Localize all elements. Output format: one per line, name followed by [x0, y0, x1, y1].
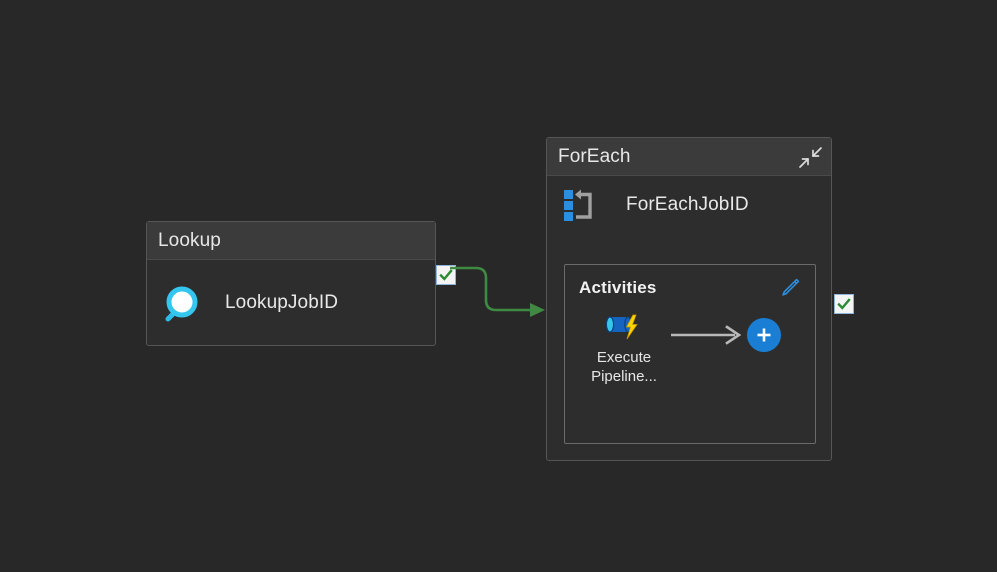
- foreach-node-title: ForEach: [558, 146, 631, 167]
- lookup-activity-name: LookupJobID: [225, 292, 339, 313]
- foreach-activity-name: ForEachJobID: [626, 194, 749, 215]
- pencil-icon[interactable]: [779, 277, 801, 299]
- foreach-node-body[interactable]: ForEachJobID: [547, 176, 831, 234]
- activities-header: Activities: [565, 265, 815, 299]
- foreach-status-badge[interactable]: [834, 294, 854, 314]
- arrow-right-icon: [669, 324, 743, 345]
- green-check-icon: [837, 298, 851, 310]
- connector-lookup-to-foreach[interactable]: [450, 262, 550, 318]
- add-activity-button[interactable]: [747, 317, 781, 352]
- activity-execute-pipeline[interactable]: Execute Pipeline...: [585, 313, 663, 386]
- foreach-loop-icon: [563, 187, 599, 223]
- lookup-node-title: Lookup: [158, 230, 221, 251]
- activities-panel[interactable]: Activities: [564, 264, 816, 444]
- collapse-arrows-icon[interactable]: [797, 146, 823, 170]
- plus-icon: [757, 328, 771, 341]
- foreach-node-header: ForEach: [547, 138, 831, 176]
- magnifier-icon: [161, 281, 205, 325]
- lookup-status-badge[interactable]: [436, 265, 456, 285]
- execute-pipeline-icon: [605, 313, 643, 343]
- activities-flow-row: Execute Pipeline...: [565, 313, 815, 386]
- pipeline-node-lookup[interactable]: Lookup LookupJobID: [146, 221, 436, 346]
- lookup-node-header: Lookup: [147, 222, 435, 260]
- lookup-node-body[interactable]: LookupJobID: [147, 260, 435, 346]
- green-check-icon: [439, 269, 453, 281]
- activity-caption-line2: Pipeline...: [591, 368, 657, 385]
- pipeline-node-foreach[interactable]: ForEach: [546, 137, 832, 461]
- activities-title: Activities: [579, 278, 657, 297]
- activity-caption-line1: Execute: [596, 349, 652, 366]
